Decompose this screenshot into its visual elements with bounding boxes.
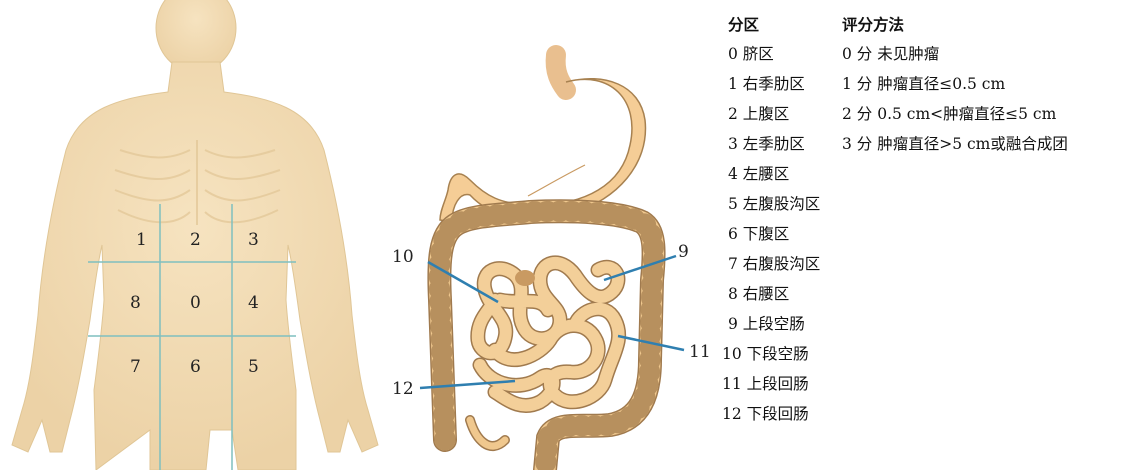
region-row-6: 6 下腹区 [728,227,789,243]
score-row-3: 3 分 肿瘤直径>5 cm或融合成团 [842,137,1068,153]
region-row-2: 2 上腹区 [728,107,789,123]
score-row-2: 2 分 0.5 cm<肿瘤直径≤5 cm [842,107,1056,123]
region-row-4: 4 左腰区 [728,167,789,183]
region-row-10: 10 下段空肠 [722,347,809,363]
intestine-figure: 10 9 11 12 [0,0,720,470]
region-row-1: 1 右季肋区 [728,77,805,93]
gut-label-9: 9 [678,242,689,262]
gut-label-10: 10 [392,247,414,267]
region-row-3: 3 左季肋区 [728,137,805,153]
gut-label-11: 11 [689,342,711,362]
small-intestine [478,263,619,406]
region-row-7: 7 右腹股沟区 [728,257,820,273]
region-row-11: 11 上段回肠 [722,377,809,393]
region-row-9: 9 上段空肠 [728,317,805,333]
region-row-8: 8 右腰区 [728,287,789,303]
score-column-header: 评分方法 [842,17,904,33]
gut-label-12: 12 [392,379,414,399]
region-row-0: 0 脐区 [728,47,774,63]
score-row-0: 0 分 未见肿瘤 [842,47,939,63]
region-row-12: 12 下段回肠 [722,407,809,423]
region-column-header: 分区 [728,17,759,33]
score-row-1: 1 分 肿瘤直径≤0.5 cm [842,77,1005,93]
stomach [440,55,645,222]
region-row-5: 5 左腹股沟区 [728,197,820,213]
